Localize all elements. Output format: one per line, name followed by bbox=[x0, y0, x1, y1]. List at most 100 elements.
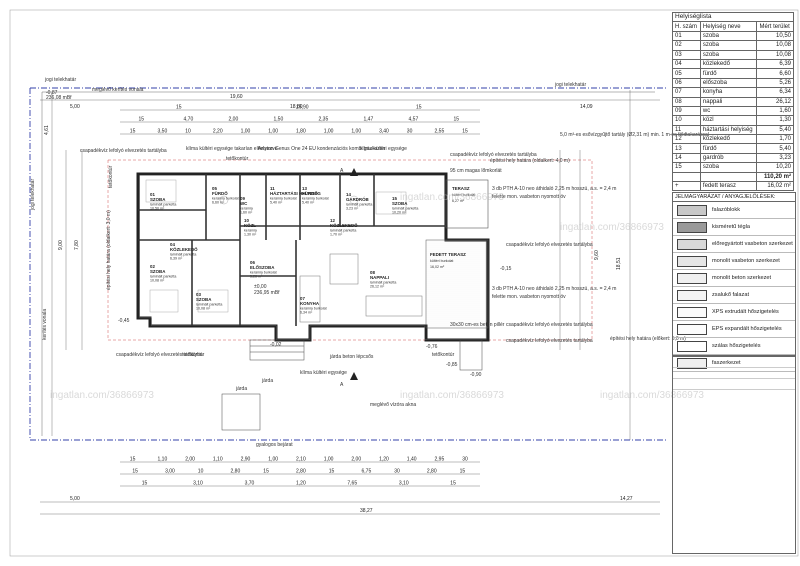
label-elev-zero-mbf: 236,95 mBf bbox=[254, 290, 280, 296]
label-walkway-2: járda beton lépcsős bbox=[329, 354, 374, 360]
legend-item: faszerkezet bbox=[673, 355, 795, 372]
dim-bottom-left: 5,00 bbox=[70, 496, 80, 502]
title-block-line bbox=[673, 368, 795, 379]
room-no: 08 bbox=[370, 270, 375, 275]
dim-value: 2,00 bbox=[185, 457, 195, 463]
room-area: 10,20 m² bbox=[392, 211, 407, 215]
watermark-2: ingatlan.com/36866973 bbox=[50, 390, 154, 401]
label-elev-m002: -0,02 bbox=[270, 342, 282, 348]
legend-item: falazóblokk bbox=[673, 202, 795, 219]
label-walkway-1: járda bbox=[261, 378, 273, 384]
dim-left-d2: 9,00 bbox=[58, 240, 64, 250]
room-name: FÜRDŐ bbox=[302, 191, 318, 196]
label-elev-m045: -0,45 bbox=[118, 318, 130, 324]
dim-value: 15 bbox=[263, 469, 269, 475]
dim-top-overall: 19,60 bbox=[230, 94, 243, 100]
dim-value: 15 bbox=[329, 469, 335, 475]
label-terrace-area: 6,27 m² bbox=[452, 199, 465, 203]
dim-value: 1,50 bbox=[274, 117, 284, 123]
room-name: ELŐSZOBA bbox=[250, 265, 275, 270]
legend-swatch bbox=[677, 255, 707, 267]
room-name: szoba bbox=[699, 49, 758, 60]
dim-value: 3,10 bbox=[399, 481, 409, 487]
dim-value: 2,90 bbox=[241, 457, 251, 463]
room-area: 1,30 bbox=[756, 115, 794, 126]
room-sub: laminált parketta bbox=[370, 281, 396, 285]
legend-swatch bbox=[677, 357, 707, 369]
room-area: 1,60 m² bbox=[240, 211, 253, 215]
room-sub: kerámia bbox=[244, 229, 257, 233]
room-name: KÖZLEKEDŐ bbox=[330, 223, 358, 228]
dim-value: 4,70 bbox=[184, 117, 194, 123]
legend-swatch bbox=[677, 289, 707, 301]
label-building-limit-right: építési hely határa (oldalkert: 4,0 m) bbox=[490, 158, 570, 164]
label-railing: 95 cm magas lőmkorlát bbox=[450, 168, 502, 174]
label-legal-boundary-top: jogi telekhatár bbox=[44, 77, 76, 83]
dim-value: 1,47 bbox=[364, 117, 374, 123]
dim-value: 30 bbox=[394, 469, 400, 475]
dim-value: 15 bbox=[139, 117, 145, 123]
legend-label: előregyártott vasbeton szerkezet bbox=[712, 241, 793, 247]
dim-value: 3,50 bbox=[158, 129, 168, 135]
dim-value: 10 bbox=[198, 469, 204, 475]
label-gutter-4: csapadékvíz lefolyó elvezetés tartályba bbox=[506, 322, 593, 328]
room-name: közl bbox=[699, 115, 758, 126]
legend-label: monolit beton szerkezet bbox=[712, 275, 772, 281]
label-gutter-1: csapadékvíz lefolyó elvezetés tartályba bbox=[80, 148, 167, 154]
room-area: 10,08 m² bbox=[196, 307, 211, 311]
dim-value: 1,80 bbox=[296, 129, 306, 135]
room-no: 06 bbox=[672, 77, 701, 89]
label-elev-m085: -0,85 bbox=[446, 362, 458, 368]
dim-top-d1: 5,00 bbox=[70, 104, 80, 110]
room-no: 09 bbox=[672, 105, 701, 117]
room-sub: laminált parketta bbox=[330, 229, 356, 233]
material-legend: JELMAGYARÁZAT / ANYAGJELÖLÉSEK: falazóbl… bbox=[672, 192, 796, 372]
label-fence-left: kerítés vonala bbox=[42, 309, 48, 340]
room-no: 05 bbox=[212, 186, 217, 191]
watermark-1: ingatlan.com/36866973 bbox=[400, 192, 504, 203]
label-roof-contour-4: tetőkontúr bbox=[432, 352, 455, 358]
room-list-header-area: Mért terület bbox=[756, 21, 794, 32]
top-dimension-lines bbox=[40, 99, 660, 135]
dim-value: 3,10 bbox=[193, 481, 203, 487]
room-list-header-no: H. szám bbox=[672, 21, 701, 32]
room-name: gardrób bbox=[699, 152, 758, 164]
label-walkway-3: járda bbox=[235, 386, 247, 392]
room-sub: laminált parketta bbox=[150, 203, 176, 207]
dim-value: 4,57 bbox=[409, 117, 419, 123]
label-gutter-3: csapadékvíz lefolyó elvezetés tartályba bbox=[506, 242, 593, 248]
label-elev-m015: -0,15 bbox=[500, 266, 512, 272]
legend-label: szálas hőszigetelés bbox=[712, 343, 761, 349]
dim-bottom-overall: 38,27 bbox=[360, 508, 373, 514]
room-area: 1,60 bbox=[756, 105, 794, 117]
label-entrance: gyalogos bejárat bbox=[256, 442, 293, 448]
section-a-top: A bbox=[340, 168, 344, 174]
room-name: konyha bbox=[699, 87, 758, 98]
room-no: 12 bbox=[330, 218, 335, 223]
dim-value: 15 bbox=[462, 129, 468, 135]
dim-value: 10 bbox=[185, 129, 191, 135]
room-name: KÖZL bbox=[244, 223, 256, 228]
dim-value: 1,00 bbox=[324, 457, 334, 463]
legend-swatch bbox=[677, 238, 707, 250]
label-terrace: TERASZ bbox=[452, 186, 470, 191]
room-list-title: Helyiséglista bbox=[672, 11, 794, 23]
dim-value: 15 bbox=[416, 105, 422, 111]
